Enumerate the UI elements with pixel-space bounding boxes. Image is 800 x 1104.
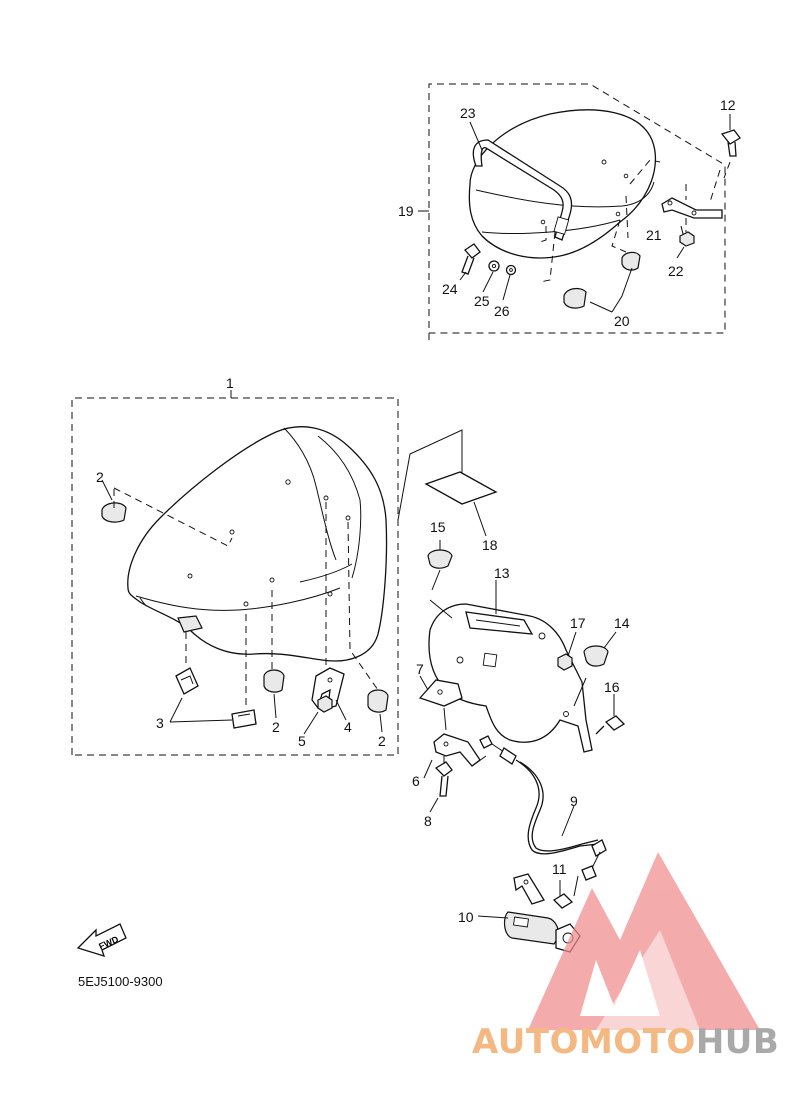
callout-2b: 2 bbox=[272, 719, 280, 735]
seat-lock-cable bbox=[479, 735, 607, 881]
rear-seat-bolt bbox=[461, 243, 481, 275]
callout-2c: 2 bbox=[378, 733, 386, 749]
callout-5: 5 bbox=[298, 733, 306, 749]
latch-6 bbox=[433, 733, 481, 767]
seat-clip-lower bbox=[231, 709, 257, 729]
callout-8: 8 bbox=[424, 813, 432, 829]
latch-group bbox=[418, 675, 487, 813]
label-sheet bbox=[424, 471, 498, 505]
seat-lock-10 bbox=[503, 911, 560, 945]
main-seat bbox=[127, 426, 388, 662]
callout-12: 12 bbox=[720, 97, 736, 113]
label-sheet-group bbox=[397, 429, 498, 537]
watermark-text: AUTOMOTOHUB bbox=[472, 1022, 779, 1062]
callout-7: 7 bbox=[416, 661, 424, 677]
damper-2-right bbox=[367, 689, 389, 713]
callout-23: 23 bbox=[460, 105, 476, 121]
callout-4: 4 bbox=[344, 719, 352, 735]
watermark-part-b: HUB bbox=[695, 1022, 780, 1062]
callout-14: 14 bbox=[614, 615, 630, 631]
seat-lock-group bbox=[477, 873, 581, 953]
callout-10: 10 bbox=[458, 909, 474, 925]
callout-25: 25 bbox=[474, 293, 490, 309]
grommet-15 bbox=[427, 549, 453, 569]
forward-arrow-icon: FWD bbox=[76, 923, 127, 957]
callout-26: 26 bbox=[494, 303, 510, 319]
callout-labels: 1 2 2 2 3 4 5 6 7 8 9 10 11 12 13 14 15 … bbox=[96, 97, 736, 925]
grommet-14 bbox=[583, 645, 609, 667]
callout-13: 13 bbox=[494, 565, 510, 581]
callout-21: 21 bbox=[646, 227, 662, 243]
callout-24: 24 bbox=[442, 281, 458, 297]
watermark-part-a: AUTOMOTO bbox=[472, 1022, 696, 1062]
callout-18: 18 bbox=[482, 537, 498, 553]
bolt-11 bbox=[552, 893, 574, 909]
rear-nut-22 bbox=[679, 231, 695, 247]
damper-2-mid bbox=[263, 669, 285, 693]
rear-seat bbox=[468, 109, 657, 259]
rear-bracket-21 bbox=[661, 197, 723, 219]
rear-damper-b bbox=[563, 287, 587, 309]
seat-clip-upper bbox=[175, 667, 199, 695]
rear-seat-group bbox=[418, 83, 741, 340]
bolt-8 bbox=[434, 761, 453, 797]
main-seat-group bbox=[71, 390, 399, 756]
lock-bracket-group bbox=[427, 540, 626, 753]
rear-bolt-12 bbox=[720, 129, 741, 157]
callout-9: 9 bbox=[570, 793, 578, 809]
bolt-16 bbox=[595, 715, 626, 735]
callout-6: 6 bbox=[412, 773, 420, 789]
callout-17: 17 bbox=[570, 615, 586, 631]
nut-17 bbox=[557, 653, 573, 671]
watermark-logo-icon bbox=[528, 852, 760, 1030]
rear-damper-a bbox=[621, 251, 641, 271]
callout-2a: 2 bbox=[96, 469, 104, 485]
nut-5 bbox=[317, 695, 333, 713]
callout-15: 15 bbox=[430, 519, 446, 535]
diagram-code: 5EJ5100-9300 bbox=[78, 974, 163, 989]
callout-1: 1 bbox=[226, 375, 234, 391]
callout-22: 22 bbox=[668, 263, 684, 279]
lock-bracket-plate bbox=[513, 873, 545, 905]
callout-19: 19 bbox=[398, 203, 414, 219]
callout-20: 20 bbox=[614, 313, 630, 329]
callout-3: 3 bbox=[156, 715, 164, 731]
damper-2-upper bbox=[101, 502, 127, 523]
callout-16: 16 bbox=[604, 679, 620, 695]
callout-11: 11 bbox=[552, 861, 567, 877]
